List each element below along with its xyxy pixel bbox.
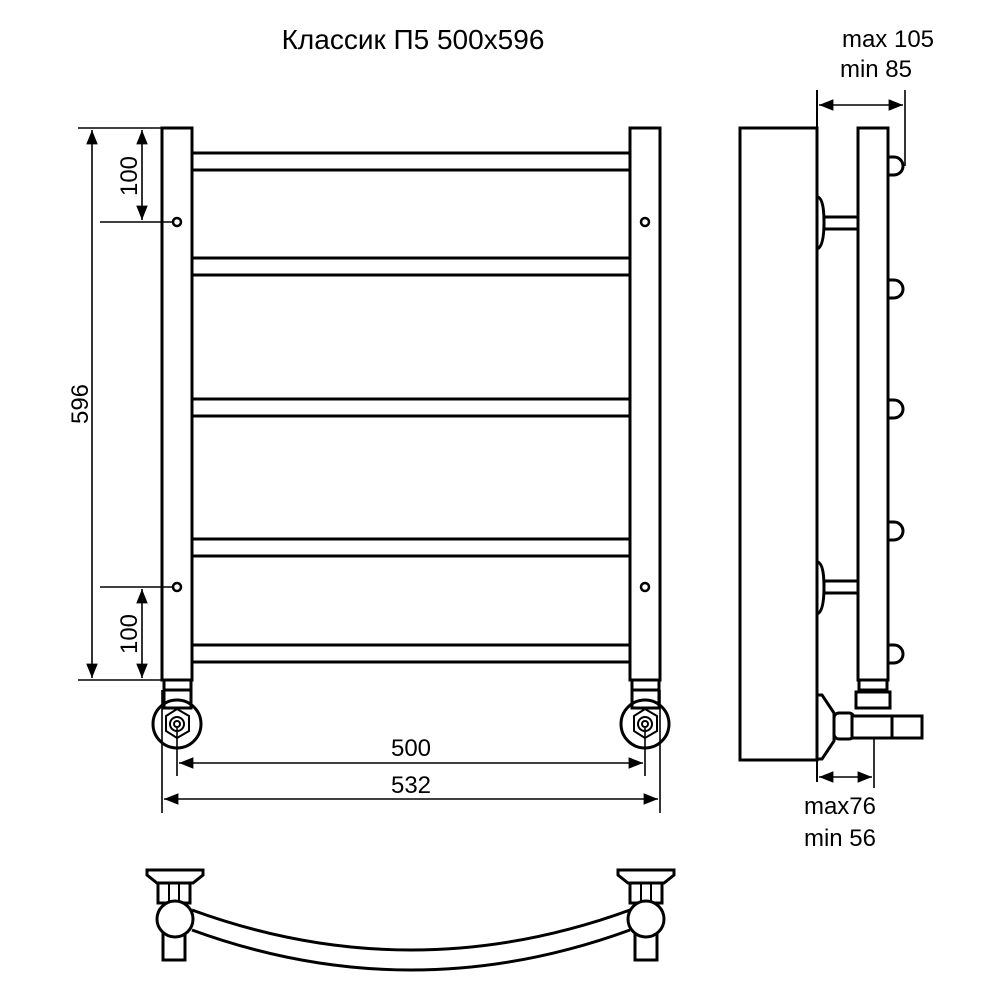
side-view: max 105 min 85 max76 min 56 bbox=[738, 26, 934, 852]
drawing-title: Классик П5 500x596 bbox=[282, 24, 545, 55]
mount-holes bbox=[171, 216, 651, 593]
left-post bbox=[160, 126, 194, 682]
side-post bbox=[856, 126, 890, 682]
top-offset-dimension: 100 bbox=[116, 156, 143, 196]
brackets bbox=[815, 195, 860, 616]
bottom-offset-dimension: 100 bbox=[116, 614, 143, 654]
right-top-fitting bbox=[616, 868, 676, 962]
rail-ends bbox=[888, 155, 905, 665]
side-valve bbox=[815, 678, 924, 761]
valve-max-label: max76 bbox=[804, 793, 876, 820]
left-top-fitting bbox=[145, 868, 205, 962]
right-valve bbox=[619, 678, 671, 750]
wall bbox=[738, 126, 819, 762]
depth-min-label: min 85 bbox=[840, 56, 912, 83]
rails bbox=[190, 151, 632, 664]
axis-distance-dimension: 500 bbox=[391, 735, 431, 762]
height-dimension: 596 bbox=[67, 384, 94, 424]
right-post bbox=[628, 126, 662, 682]
overall-width-dimension: 532 bbox=[391, 772, 431, 799]
valve-min-label: min 56 bbox=[804, 825, 876, 852]
depth-max-label: max 105 bbox=[842, 26, 934, 53]
front-view: 596 100 100 500 532 bbox=[67, 126, 671, 813]
top-view bbox=[145, 868, 676, 972]
